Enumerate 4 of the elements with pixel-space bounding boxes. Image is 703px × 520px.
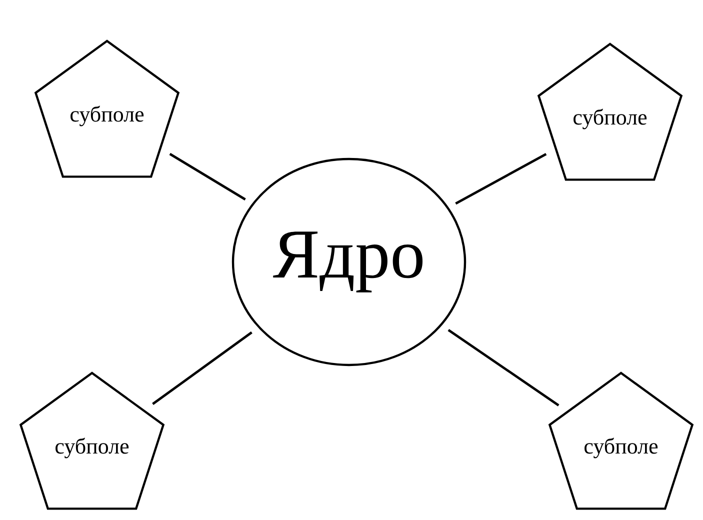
connector-line bbox=[455, 152, 547, 205]
connector-line bbox=[169, 152, 246, 200]
connector-line bbox=[152, 331, 252, 405]
connector-line bbox=[448, 329, 560, 406]
